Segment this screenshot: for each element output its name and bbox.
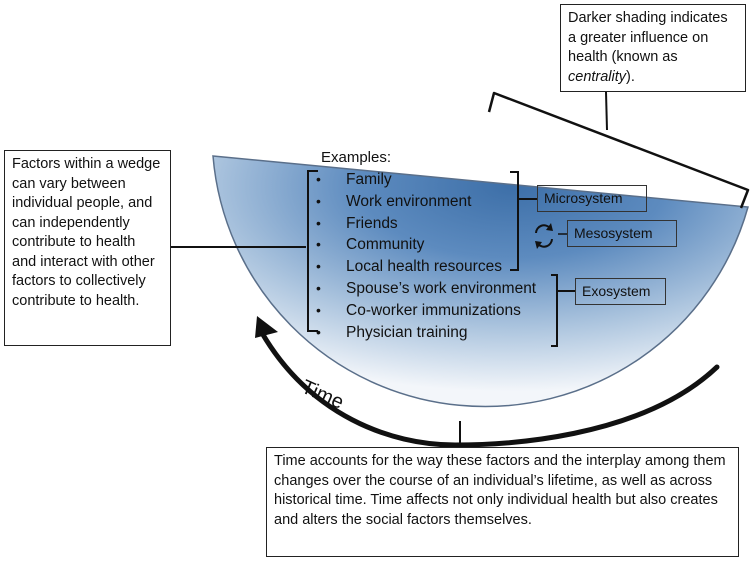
example-item: • Spouse’s work environment [316,278,536,300]
mesosystem-label: Mesosystem [567,220,677,247]
example-text: Work environment [346,192,472,210]
time-note: Time accounts for the way these factors … [266,447,739,557]
example-text: Local health resources [346,258,502,276]
example-text: Co-worker immunizations [346,301,521,319]
health-factors-wedge [212,155,749,408]
centrality-note-text: Darker shading indicates a greater influ… [568,10,728,65]
bullet-icon: • [316,214,321,231]
cycle-arrows-icon [535,223,567,249]
example-item: • Community [316,234,536,256]
example-item: • Co-worker immunizations [316,300,536,322]
factors-note: Factors within a wedge can vary between … [4,150,171,346]
example-item: • Work environment [316,191,536,213]
examples-title: Examples: [321,149,392,166]
centrality-note-end: ). [626,68,635,85]
example-text: Community [346,236,425,254]
centrality-leader-line [605,91,608,131]
microsystem-bracket [510,171,537,271]
microsystem-label: Microsystem [537,185,647,212]
example-text: Spouse’s work environment [346,279,537,297]
centrality-bracket [487,91,750,209]
bullet-icon: • [316,279,321,296]
exosystem-label: Exosystem [575,278,666,305]
bullet-icon: • [316,301,321,318]
example-item: • Friends [316,213,536,235]
example-text: Physician training [346,323,468,341]
bullet-icon: • [316,323,321,340]
example-text: Family [346,171,392,188]
bullet-icon: • [316,258,321,275]
example-item: • Local health resources [316,256,536,278]
example-item: • Physician training [316,322,536,344]
examples-list: • Family • Work environment • Friends • Communi… [316,169,536,343]
exosystem-bracket [551,274,575,347]
bullet-icon: • [316,236,321,253]
example-item: • Family [316,169,536,191]
bullet-icon: • [316,192,321,209]
examples-left-bracket [307,170,318,332]
example-text: Friends [346,214,398,232]
bullet-icon: • [316,171,321,187]
centrality-term: centrality [568,68,627,85]
time-arrowhead [255,316,278,338]
centrality-note: Darker shading indicates a greater influ… [560,4,746,92]
time-arrow [259,330,720,448]
